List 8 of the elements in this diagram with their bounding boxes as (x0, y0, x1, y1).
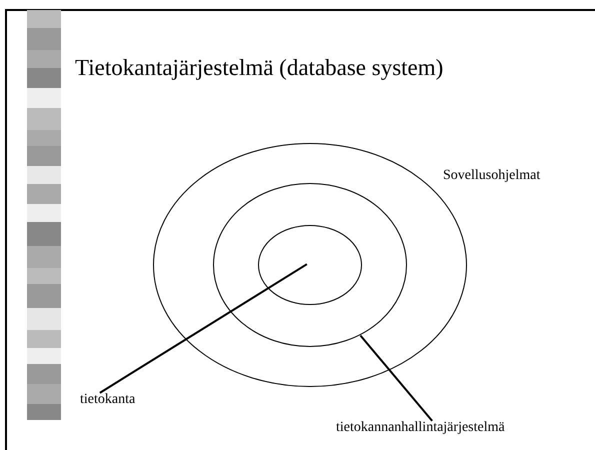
ring-outline (258, 225, 362, 305)
ring-outline (213, 183, 407, 347)
component-label: tietokanta (80, 392, 136, 409)
component-label: tietokannanhallintajärjestelmä (336, 420, 505, 437)
leader-line (360, 334, 433, 422)
slide-title: Tietokantajärjestelmä (database system) (75, 55, 444, 81)
component-label: Sovellusohjelmat (443, 168, 540, 184)
leader-line (99, 263, 308, 394)
